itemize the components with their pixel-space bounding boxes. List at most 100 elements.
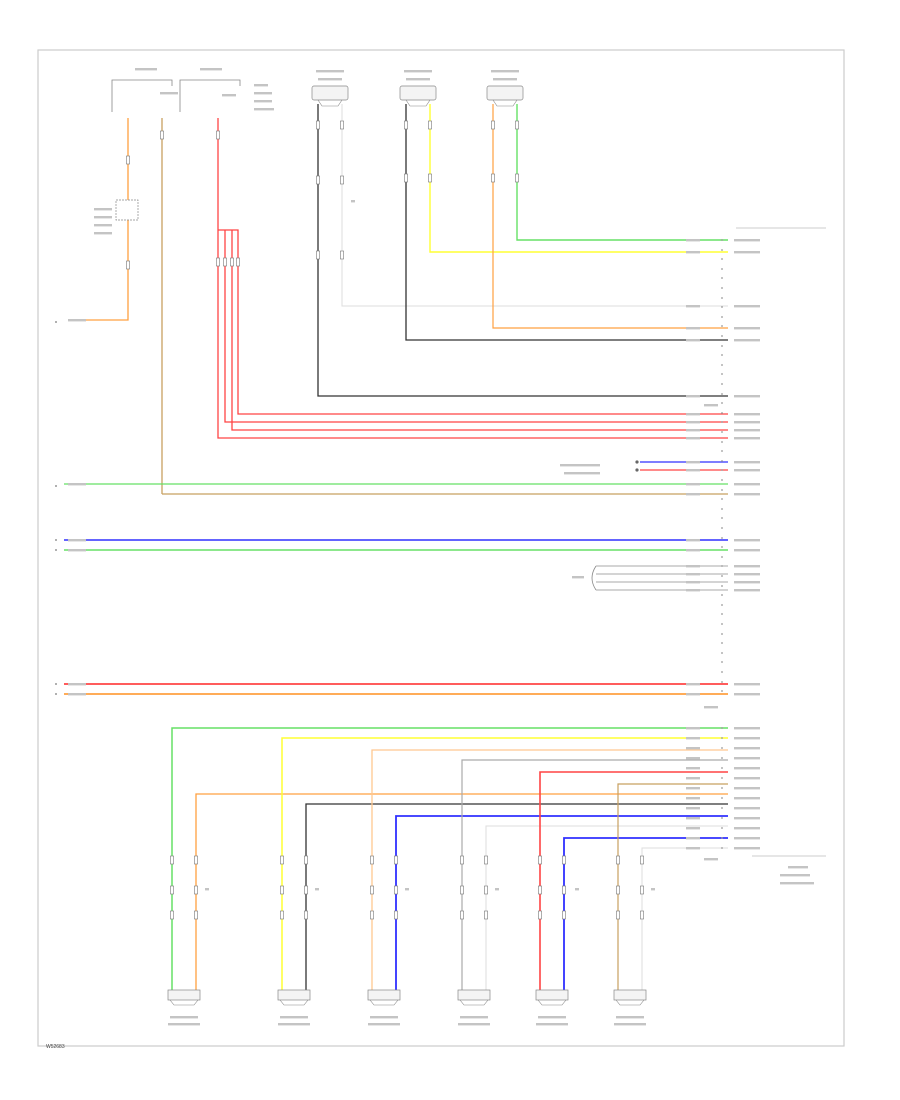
inline-connector — [126, 155, 130, 165]
inline-connector — [304, 910, 308, 920]
wire-tan — [617, 783, 728, 990]
pin-function-label — [734, 305, 760, 308]
speaker-cone — [317, 99, 343, 107]
wire-color-label — [686, 573, 700, 576]
wire-color-label — [686, 683, 700, 686]
right-rear-door-speaker — [167, 989, 201, 1001]
inline-connector — [236, 257, 240, 267]
speaker-label — [460, 1016, 488, 1019]
connector-pin — [721, 469, 723, 471]
connector-pin — [721, 258, 723, 260]
wire-color-label — [686, 251, 700, 254]
wire-color-label — [686, 693, 700, 696]
sensor-label — [560, 464, 600, 467]
connector-pin — [721, 787, 723, 789]
wire-color-label — [686, 747, 700, 750]
connector-pin — [721, 489, 723, 491]
junction-label — [254, 84, 268, 87]
driver-door-tweeter — [613, 989, 647, 1001]
wire-green — [171, 727, 728, 990]
pin-function-label — [734, 797, 760, 800]
wire-yellow — [429, 104, 728, 253]
speaker-label — [318, 78, 342, 81]
speaker-label — [491, 70, 519, 73]
connector-id — [704, 706, 718, 709]
splice-box — [115, 199, 139, 221]
terminal-dot — [55, 539, 57, 541]
connector-pin — [721, 393, 723, 395]
wire-color-label — [68, 683, 86, 686]
wire-black — [405, 104, 728, 341]
speaker-label — [278, 1023, 310, 1026]
pin-function-label — [734, 461, 760, 464]
connector-pin — [721, 690, 723, 692]
inline-connector — [404, 120, 408, 130]
connector-pin — [721, 777, 723, 779]
wire-tag — [351, 200, 355, 203]
inline-connector — [316, 120, 320, 130]
fuse-label — [160, 92, 178, 95]
wire-tag — [205, 888, 209, 891]
pin-function-label — [734, 589, 760, 592]
pin-function-label — [734, 327, 760, 330]
connector-pin — [721, 373, 723, 375]
speaker-label — [280, 1016, 308, 1019]
pin-function-label — [734, 339, 760, 342]
passenger-door-tweeter — [535, 989, 569, 1001]
module-label — [780, 874, 810, 877]
connector-pin — [721, 325, 723, 327]
inline-connector — [484, 855, 488, 865]
wire-color-label — [686, 581, 700, 584]
pin-function-label — [734, 837, 760, 840]
connector-pin — [721, 623, 723, 625]
inline-connector — [280, 855, 284, 865]
connector-pin — [721, 737, 723, 739]
speaker-label — [170, 1016, 198, 1019]
wire-color-label — [686, 339, 700, 342]
wire-color-label — [686, 469, 700, 472]
wire-color-label — [686, 589, 700, 592]
inline-connector — [640, 910, 644, 920]
terminal-dot — [55, 693, 57, 695]
junction-label — [254, 92, 272, 95]
wire-light-gray — [641, 847, 728, 990]
connector-pin — [721, 613, 723, 615]
ground-point — [635, 468, 639, 472]
wire-red — [218, 229, 728, 415]
wire-color-label — [686, 421, 700, 424]
wire-color-label — [686, 777, 700, 780]
connector-id — [704, 404, 718, 407]
page-frame — [37, 49, 845, 1047]
connector-pin — [721, 421, 723, 423]
inline-connector — [538, 885, 542, 895]
inline-connector — [562, 910, 566, 920]
sensor-label — [564, 472, 600, 475]
inline-connector — [616, 885, 620, 895]
inline-connector — [280, 885, 284, 895]
speaker-cone — [279, 999, 309, 1006]
inline-connector — [194, 855, 198, 865]
speaker-cone — [169, 999, 199, 1006]
module-label — [780, 882, 814, 885]
speaker-cone — [369, 999, 399, 1006]
pin-function-label — [734, 693, 760, 696]
wire-orange — [492, 104, 728, 329]
wire-tag — [405, 888, 409, 891]
wire-yellow — [281, 737, 728, 990]
inline-connector — [640, 885, 644, 895]
inline-connector — [515, 173, 519, 183]
connector-pin — [721, 287, 723, 289]
connector-pin — [721, 383, 723, 385]
pin-function-label — [734, 239, 760, 242]
connector-pin — [721, 537, 723, 539]
connector-pin — [721, 565, 723, 567]
pin-function-label — [734, 395, 760, 398]
connector-pin — [721, 402, 723, 404]
inline-connector — [160, 130, 164, 140]
terminal-dot — [55, 683, 57, 685]
passenger-door-speaker — [367, 989, 401, 1001]
pin-function-label — [734, 737, 760, 740]
connector-pin — [721, 817, 723, 819]
speaker-label — [168, 1023, 200, 1026]
connector-pin — [721, 450, 723, 452]
